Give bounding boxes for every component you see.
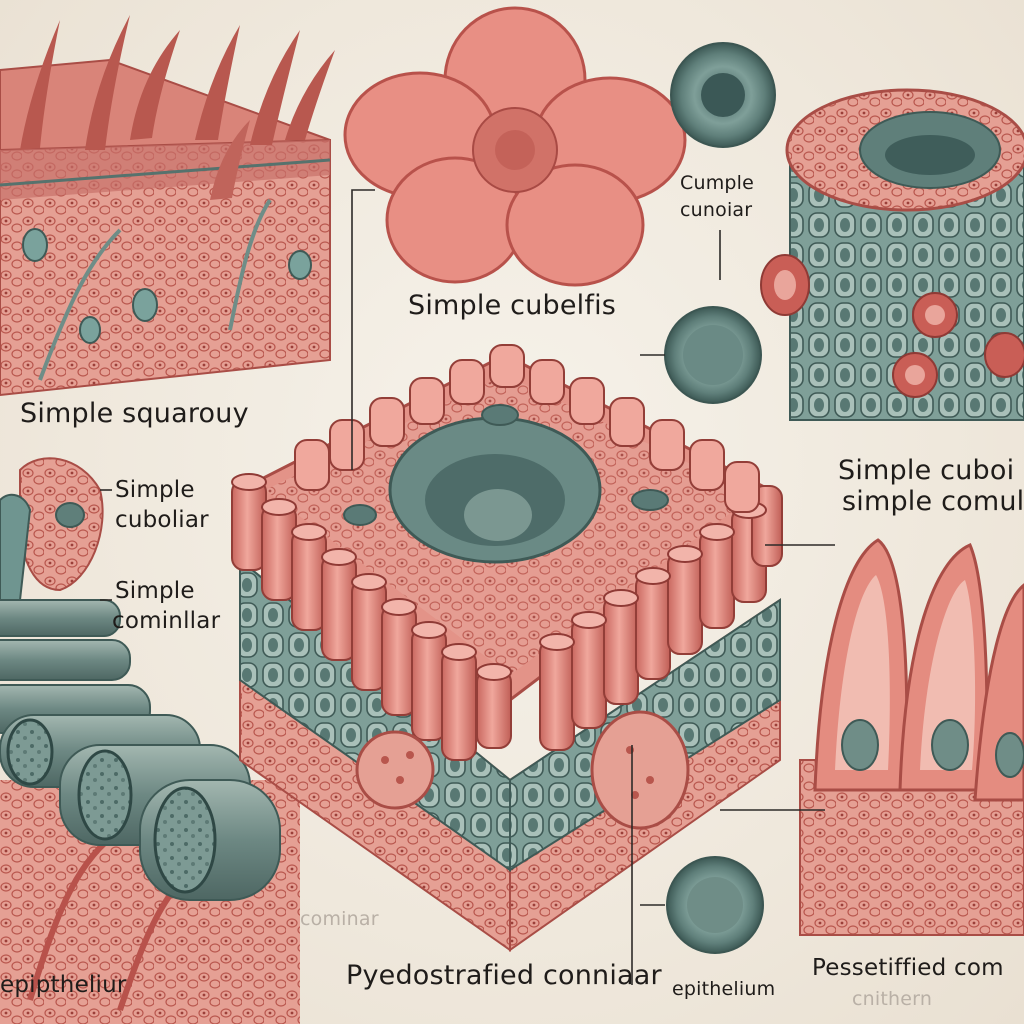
label-cunoiar: cunoiar bbox=[680, 199, 753, 221]
label-bottom-left: epiptheliur bbox=[0, 972, 127, 998]
label-left-cominllar: cominllar bbox=[112, 608, 221, 634]
central-epithelium-block bbox=[231, 344, 783, 952]
flower-section bbox=[343, 6, 687, 287]
label-left-simple-1: Simple bbox=[115, 477, 195, 503]
cross-section-ring-top bbox=[670, 42, 776, 148]
label-left-simple-2: Simple bbox=[115, 578, 195, 604]
label-bottom-center: Pyedostrafied conniaar bbox=[346, 960, 662, 991]
label-right-cuboi: Simple cuboi bbox=[838, 455, 1015, 486]
label-left-cuboliar: cuboliar bbox=[115, 507, 209, 533]
label-simple-cubelfis: Simple cubelfis bbox=[408, 290, 617, 321]
columnar-cylinder bbox=[760, 88, 1024, 421]
label-bottom-right-2: cnithern bbox=[852, 988, 933, 1010]
squamous-block bbox=[0, 15, 335, 397]
label-bottom-epithelium: epithelium bbox=[672, 978, 776, 1000]
tube-stack bbox=[0, 599, 300, 1024]
label-right-comull: simple comull bbox=[842, 486, 1024, 517]
label-bottom-right-1: Pessetiffied com bbox=[812, 955, 1004, 981]
cross-section-ring-bottom bbox=[666, 856, 764, 954]
label-simple-squamous: Simple squarouy bbox=[20, 398, 249, 429]
small-tissue-cluster bbox=[0, 457, 104, 612]
cross-section-ring-middle bbox=[664, 306, 762, 404]
tall-columnar-cells bbox=[799, 538, 1024, 936]
label-bottom-faint: cominar bbox=[300, 908, 379, 930]
label-cumple: Cumple bbox=[680, 172, 755, 194]
leader-lines bbox=[100, 189, 835, 985]
